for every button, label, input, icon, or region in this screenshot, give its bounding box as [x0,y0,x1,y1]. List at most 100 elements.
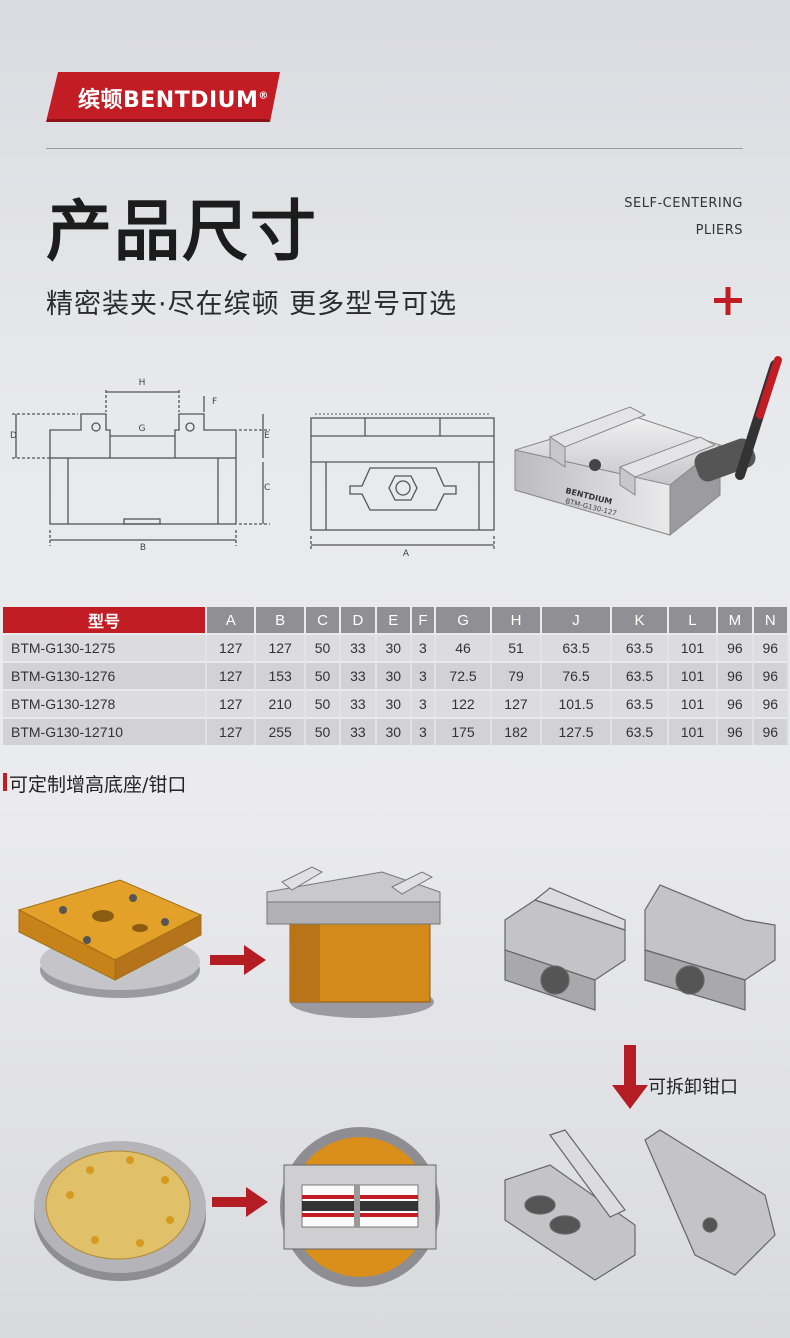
table-cell: 3 [411,689,436,718]
label-F: F [212,397,217,407]
table-cell: 3 [411,633,436,662]
table-cell: 3 [411,717,436,745]
table-cell: 33 [340,661,377,690]
table-header: C [304,607,342,634]
table-cell: 101 [667,717,719,745]
dimension-drawing-front: H G F D E C B [10,378,270,553]
table-cell: 79 [491,661,542,690]
table-cell: 210 [255,689,306,718]
section-title: 可定制增高底座/钳口 [9,774,187,796]
table-cell: 96 [717,661,754,690]
table-cell: 96 [752,717,790,745]
table-cell: 101 [667,689,719,718]
table-header: A [206,607,257,634]
table-cell: 127 [206,717,257,745]
table-cell: 127 [491,689,542,718]
english-caption-line1: SELF-CENTERING [624,196,743,211]
table-header: E [375,607,413,634]
removed-jaw-pair-image [504,1129,776,1281]
arrow-right-icon [212,1187,268,1217]
table-cell: 96 [752,661,790,690]
table-cell: 50 [304,717,342,745]
table-cell: 33 [340,633,377,662]
table-cell: 96 [752,689,790,718]
brand-name: 缤顿BENTDIUM® [78,88,269,113]
table-header: F [411,607,436,634]
table-cell: 50 [304,689,342,718]
table-header: M [717,607,754,634]
table-cell: 30 [375,633,413,662]
table-cell: 63.5 [540,633,613,662]
page-subtitle: 精密装夹·尽在缤顿 更多型号可选 [46,289,458,320]
table-cell: 127 [206,661,257,690]
english-caption-line2: PLIERS [695,223,743,238]
vise-on-orange-riser-image [266,866,441,1018]
table-header-model: 型号 [3,607,207,634]
table-cell: 72.5 [434,661,493,690]
table-header: L [667,607,719,634]
vise-on-round-base-top-view-image [280,1127,440,1287]
brand-logo-badge [46,72,280,122]
table-cell: 101 [667,661,719,690]
plus-icon [714,287,742,315]
vise-product-image: BENTDIUM BTM-G130-127 [514,356,782,537]
table-cell: 96 [752,633,790,662]
table-cell-model: BTM-G130-1276 [3,661,207,690]
table-cell: 182 [491,717,542,745]
table-header: D [340,607,377,634]
table-cell-model: BTM-G130-1278 [3,689,207,718]
table-header: N [752,607,790,634]
table-cell: 33 [340,717,377,745]
transparent-round-base-image [34,1141,206,1281]
table-cell: 63.5 [611,717,669,745]
label-A: A [403,549,410,559]
table-cell: 101 [667,633,719,662]
arrow-down-icon [612,1045,648,1109]
table-cell: 127 [206,689,257,718]
table-cell: 50 [304,661,342,690]
table-header: H [491,607,542,634]
table-cell: 63.5 [611,689,669,718]
table-cell: 96 [717,717,754,745]
table-cell: 153 [255,661,306,690]
label-C: C [264,483,270,493]
jaw-pair-top-image [504,884,776,1011]
table-cell: 76.5 [540,661,613,690]
arrow-right-icon [210,945,266,975]
section-marker [3,773,7,791]
table-cell: 175 [434,717,493,745]
label-G: G [139,424,146,434]
table-cell: 3 [411,661,436,690]
table-header: B [255,607,306,634]
table-cell: 127.5 [540,717,613,745]
table-cell: 127 [206,633,257,662]
table-cell: 63.5 [611,661,669,690]
table-cell: 255 [255,717,306,745]
header-divider [46,148,743,149]
table-cell: 51 [491,633,542,662]
table-header-row: 型号 A B C D E F G H J K L M N [3,607,790,634]
removable-jaw-label: 可拆卸钳口 [648,1077,738,1098]
spec-table: 型号 A B C D E F G H J K L M N BTM-G130-12… [3,607,790,745]
table-cell: 127 [255,633,306,662]
table-cell: 33 [340,689,377,718]
table-cell-model: BTM-G130-12710 [3,717,207,745]
table-cell: 30 [375,689,413,718]
table-header: G [434,607,493,634]
table-cell: 96 [717,633,754,662]
table-cell: 30 [375,661,413,690]
page-title: 产品尺寸 [46,193,318,270]
table-cell: 50 [304,633,342,662]
table-cell: 46 [434,633,493,662]
label-H: H [139,378,146,388]
table-cell: 101.5 [540,689,613,718]
table-cell: 122 [434,689,493,718]
table-header: K [611,607,669,634]
label-E: E [264,431,270,441]
table-cell: 30 [375,717,413,745]
table-header: J [540,607,613,634]
